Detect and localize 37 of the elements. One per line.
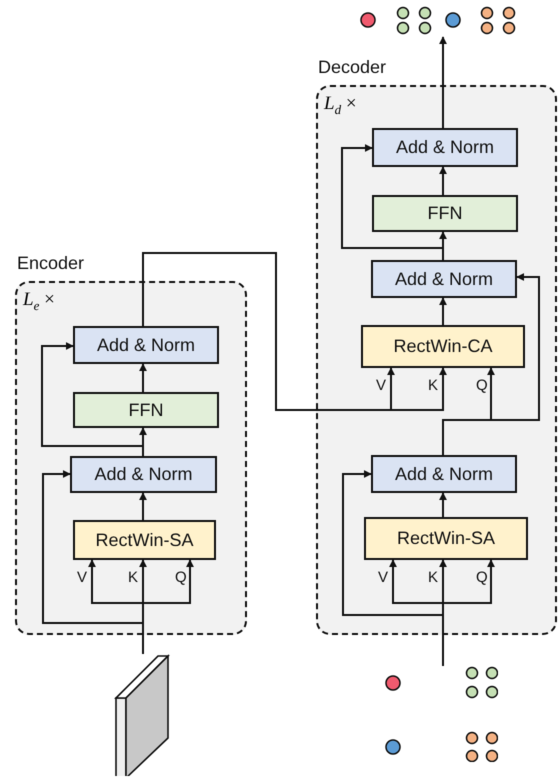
arrow bbox=[439, 492, 447, 517]
arrow bbox=[442, 273, 540, 455]
arrow bbox=[139, 492, 147, 520]
feature-map-drawing bbox=[114, 654, 170, 776]
arrow bbox=[139, 363, 147, 392]
edge-label: Q bbox=[174, 570, 188, 586]
layer-box bbox=[361, 325, 525, 368]
layer-box bbox=[73, 392, 219, 428]
layer-box bbox=[73, 520, 216, 560]
layer-box bbox=[364, 517, 528, 560]
arrow bbox=[439, 297, 447, 325]
layer-box bbox=[73, 326, 219, 364]
repeat-count: L$_{e}$ × bbox=[23, 289, 55, 314]
layer-box bbox=[372, 195, 518, 232]
edge-label: Q bbox=[475, 378, 489, 394]
layer-label: Add & Norm bbox=[96, 334, 196, 356]
layer-label: RectWin-SA bbox=[95, 530, 194, 550]
arrow bbox=[439, 36, 447, 128]
group-title: Decoder bbox=[318, 57, 386, 78]
layer-label: Add & Norm bbox=[394, 464, 494, 484]
layer-box bbox=[371, 455, 517, 493]
layer-label: RectWin-SA bbox=[396, 528, 495, 549]
layer-label: Add & Norm bbox=[94, 464, 193, 485]
layer-label: FFN bbox=[428, 203, 462, 224]
layer-box bbox=[371, 260, 517, 298]
repeat-count: L$_{d}$ × bbox=[324, 93, 357, 118]
arrow bbox=[439, 166, 447, 195]
layer-label: RectWin-CA bbox=[393, 336, 492, 357]
layer-label: Add & Norm bbox=[396, 137, 494, 158]
edge-label: Q bbox=[475, 570, 489, 586]
layer-label: FFN bbox=[128, 400, 164, 420]
arrow bbox=[41, 342, 144, 456]
arrow bbox=[341, 144, 444, 260]
layer-box bbox=[372, 128, 518, 167]
layer-box bbox=[70, 456, 217, 493]
layer-label: Add & Norm bbox=[394, 268, 494, 290]
group-title: Encoder bbox=[17, 253, 84, 274]
